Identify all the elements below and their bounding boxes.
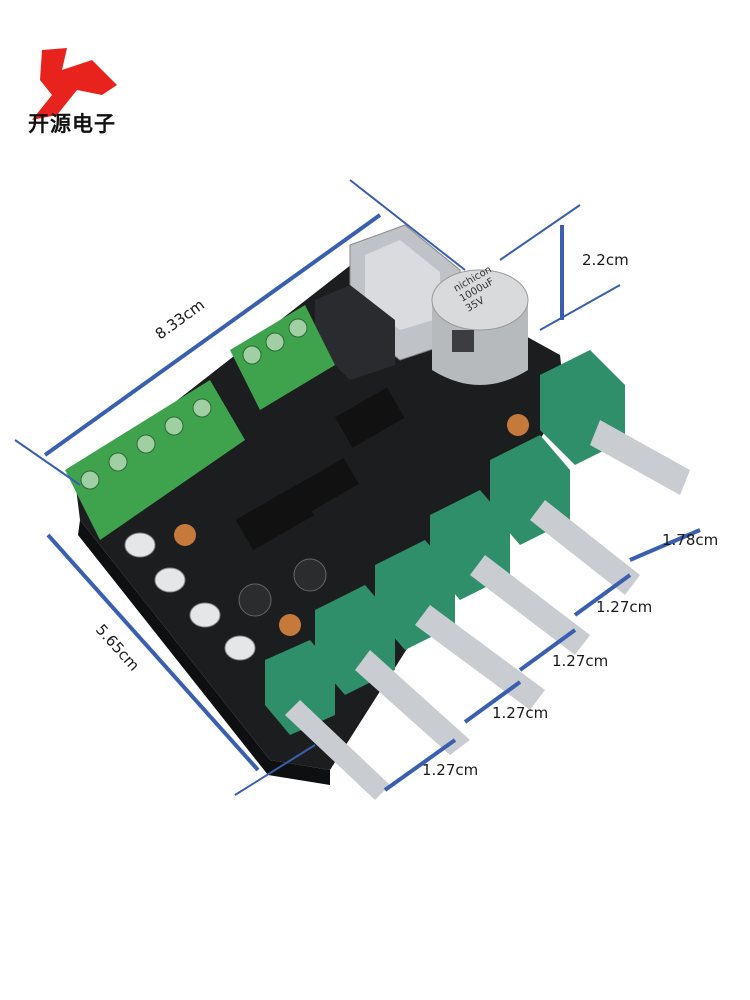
ic-chip <box>296 458 359 512</box>
inductor <box>293 558 327 592</box>
terminal-block-left <box>65 380 245 540</box>
mount-hole <box>507 414 529 436</box>
small-capacitor <box>124 532 256 661</box>
dimension-lines <box>43 213 701 792</box>
mount-hole <box>174 524 196 546</box>
length-label: 8.33cm <box>152 296 208 344</box>
potentiometer-knob <box>540 350 690 495</box>
terminal-block-right <box>230 305 335 410</box>
ic-chip <box>235 484 314 551</box>
inductor <box>238 583 272 617</box>
dc-jack <box>315 285 395 380</box>
knob-spacing-label: 1.27cm <box>552 652 608 670</box>
ic-chip <box>335 387 405 448</box>
brand-name: 开源电子 <box>28 112 116 136</box>
brand-logo-icon <box>32 48 117 120</box>
mount-hole <box>279 614 301 636</box>
potentiometer-knob <box>315 585 470 755</box>
potentiometer-knob <box>490 435 640 595</box>
large-capacitor: nichicon 1000uF 35V <box>431 264 529 385</box>
potentiometer-knob <box>265 640 390 800</box>
height-label: 2.2cm <box>582 251 629 269</box>
knob-spacing-label: 1.27cm <box>596 598 652 616</box>
width-label: 5.65cm <box>92 621 143 675</box>
knob-spacing-label: 1.27cm <box>492 704 548 722</box>
dimension-extension-lines <box>14 179 621 796</box>
knob-spacing-large-label: 1.78cm <box>662 531 718 549</box>
pcb-board <box>75 250 565 770</box>
knob-spacing-label: 1.27cm <box>422 761 478 779</box>
